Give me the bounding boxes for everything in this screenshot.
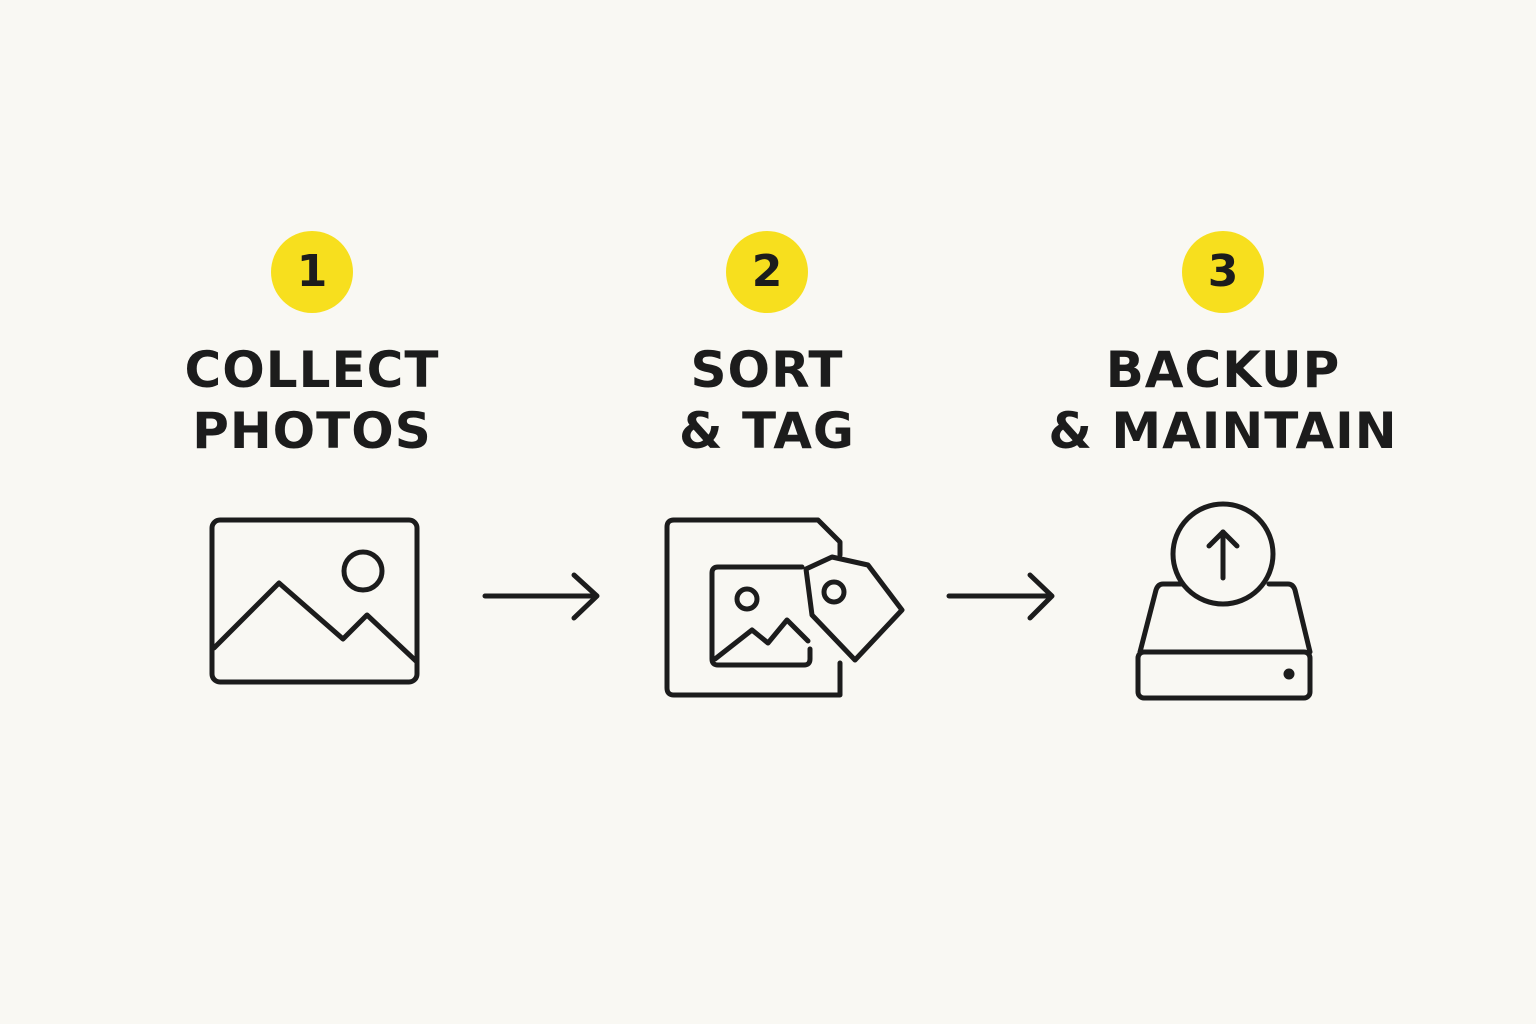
step-title-line: BACKUP <box>1105 341 1341 399</box>
step-collect-photos: 1 COLLECT PHOTOS <box>112 0 512 1024</box>
arrow-right-icon <box>944 570 1069 629</box>
step-sort-and-tag: 2 SORT & TAG <box>567 0 967 1024</box>
step-title-line: PHOTOS <box>192 402 432 460</box>
step-title: SORT & TAG <box>567 340 967 462</box>
step-number-badge: 1 <box>271 231 353 313</box>
drive-upload-icon <box>1133 500 1313 705</box>
step-title-line: & MAINTAIN <box>1048 402 1398 460</box>
step-title-line: & TAG <box>679 402 855 460</box>
image-icon <box>207 515 427 690</box>
step-backup-and-maintain: 3 BACKUP & MAINTAIN <box>1023 0 1423 1024</box>
step-number-badge: 3 <box>1182 231 1264 313</box>
step-number-badge: 2 <box>726 231 808 313</box>
arrow-right-icon <box>480 570 605 629</box>
step-title: COLLECT PHOTOS <box>112 340 512 462</box>
step-title: BACKUP & MAINTAIN <box>1023 340 1423 462</box>
step-title-line: SORT <box>690 341 844 399</box>
tagged-photo-icon <box>662 515 912 700</box>
step-title-line: COLLECT <box>184 341 440 399</box>
